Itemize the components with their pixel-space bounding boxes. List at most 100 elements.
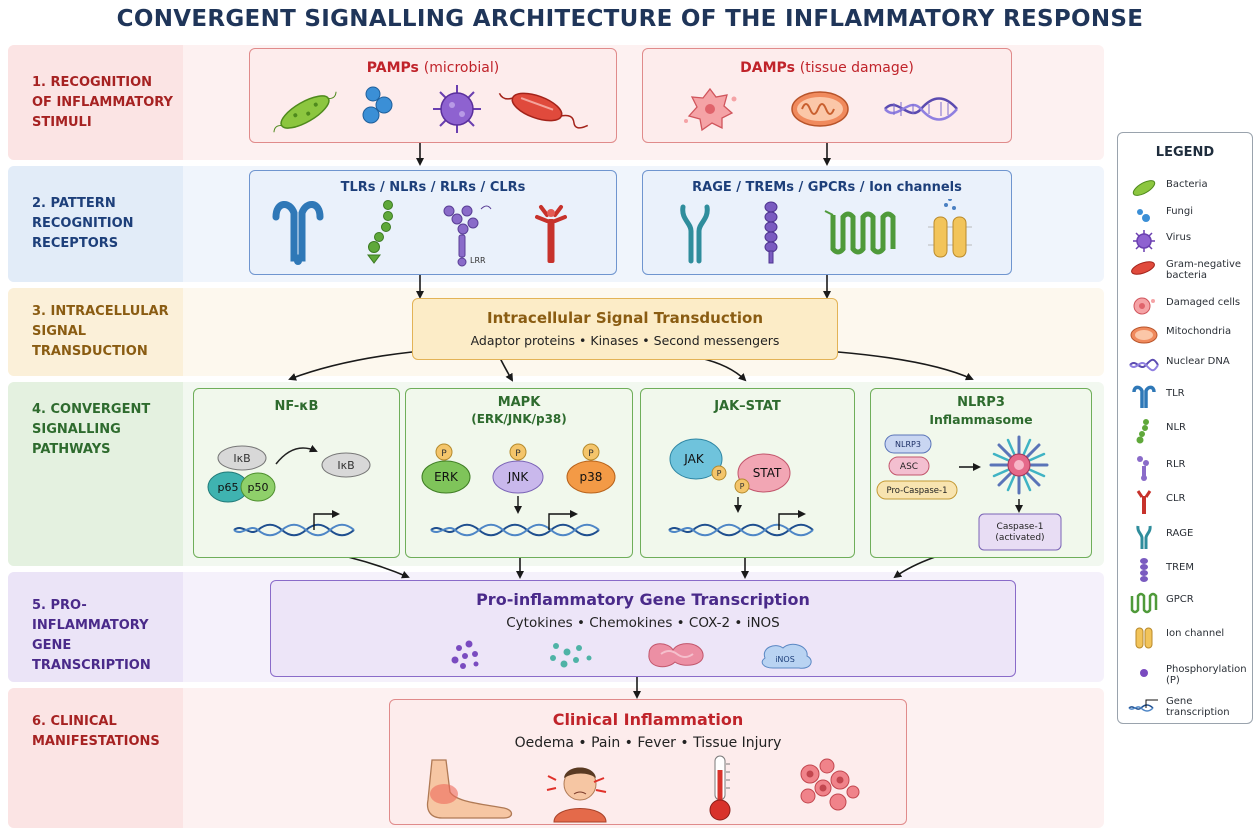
legend-item: CLR <box>1118 489 1254 515</box>
stat-protein <box>737 453 791 493</box>
trem-icon <box>764 201 778 264</box>
prr-right-box: RAGE / TREMs / GPCRs / Ion channels <box>642 170 1012 275</box>
virus-icon <box>1128 228 1160 254</box>
mapk-box: MAPK (ERK/JNK/p38) P ERK P JNK P p38 <box>405 388 633 558</box>
damps-subtitle: (tissue damage) <box>799 60 914 76</box>
damps-title: DAMPs <box>740 60 795 76</box>
legend-item-label: Gene transcription <box>1166 696 1230 718</box>
phospho-label: P <box>588 449 594 459</box>
legend-item-label: RAGE <box>1166 528 1194 539</box>
rlr-icon <box>443 205 492 267</box>
prr-left-box: TLRs / NLRs / RLRs / CLRs LRR <box>249 170 617 275</box>
legend-item-label: Gram-negative bacteria <box>1166 259 1242 281</box>
phospho-stat <box>734 478 750 494</box>
stage-label-2: 2. PATTERN RECOGNITION RECEPTORS <box>8 166 183 282</box>
stage-label-4: 4. CONVERGENT SIGNALLING PATHWAYS <box>8 382 183 566</box>
rage-icon <box>1128 524 1160 550</box>
prr-right-title: RAGE / TREMs / GPCRs / Ion channels <box>692 180 962 195</box>
legend-item-label: RLR <box>1166 459 1186 470</box>
clr-icon <box>535 205 567 263</box>
transduction-box: Intracellular Signal Transduction Adapto… <box>412 298 838 360</box>
legend-item-label: Damaged cells <box>1166 297 1241 308</box>
nlrp3-title: NLRP3 <box>957 395 1005 410</box>
bacteria-icon <box>273 91 337 133</box>
jnk-protein <box>492 460 544 494</box>
clinical-box: Clinical Inflammation Oedema • Pain • Fe… <box>389 699 907 825</box>
erk-protein <box>421 460 471 494</box>
p38-protein <box>566 460 616 494</box>
diagram-title: CONVERGENT SIGNALLING ARCHITECTURE OF TH… <box>116 6 1144 32</box>
ion-channel-icon <box>1128 624 1160 650</box>
legend-item: Ion channel <box>1118 624 1254 650</box>
gene-transcription-icon <box>668 510 814 537</box>
trem-icon <box>1128 558 1160 584</box>
stage-label-text: 2. PATTERN RECOGNITION RECEPTORS <box>32 196 134 251</box>
phospho-jnk <box>509 443 527 461</box>
chemokines-icon <box>550 643 592 668</box>
damps-icons <box>684 87 958 132</box>
mapk-subtitle: (ERK/JNK/p38) <box>471 412 567 426</box>
procaspase-protein <box>876 480 958 500</box>
legend-item-label: TREM <box>1166 562 1195 573</box>
p50-protein <box>240 472 276 502</box>
damps-box: DAMPs (tissue damage) <box>642 48 1012 143</box>
legend-item: Fungi <box>1118 202 1254 228</box>
nlrp3-label: NLRP3 <box>895 440 921 449</box>
nfkb-title: NF-κB <box>274 399 319 414</box>
clinical-title: Clinical Inflammation <box>552 710 744 729</box>
phospho-jak <box>711 465 727 481</box>
procaspase-label: Pro-Caspase-1 <box>886 486 947 496</box>
nlr-icon <box>1128 418 1160 444</box>
gpcr-icon <box>1128 590 1160 616</box>
nlrp3-box: NLRP3 Inflammasome NLRP3 ASC Pro-Caspase… <box>870 388 1092 558</box>
transduction-subtitle: Adaptor proteins • Kinases • Second mess… <box>470 333 780 348</box>
nuclear-dna-icon <box>1128 352 1160 378</box>
legend-item-label: TLR <box>1166 388 1185 399</box>
transduction-title: Intracellular Signal Transduction <box>486 309 764 327</box>
stage-label-5: 5. PRO-INFLAMMATORY GENE TRANSCRIPTION <box>8 572 183 682</box>
phospho-label: P <box>740 482 745 491</box>
legend-title: LEGEND <box>1155 145 1215 160</box>
clinical-icons <box>426 755 860 823</box>
stage-label-6: 6. CLINICAL MANIFESTATIONS <box>8 688 183 828</box>
ikb-free-label: IκB <box>337 459 354 472</box>
tlr-icon <box>272 201 324 265</box>
transcription-subtitle: Cytokines • Chemokines • COX-2 • iNOS <box>506 615 780 631</box>
asc-label: ASC <box>900 462 918 472</box>
prr-left-title: TLRs / NLRs / RLRs / CLRs <box>340 180 526 195</box>
legend-item-label: CLR <box>1166 493 1186 504</box>
damaged-cells-icon <box>1128 293 1160 319</box>
ikb-bound <box>217 445 267 471</box>
inos-label: iNOS <box>775 655 795 664</box>
nfkb-graphic: IκB p65 p50 IκB <box>207 444 371 537</box>
nuclear-dna-icon <box>884 97 958 121</box>
gpcr-icon <box>824 210 896 255</box>
legend-item: Gene transcription <box>1118 692 1254 718</box>
mapk-graphic: P ERK P JNK P p38 <box>421 443 616 537</box>
clinical-subtitle: Oedema • Pain • Fever • Tissue Injury <box>514 735 782 751</box>
phospho-label: P <box>717 469 722 478</box>
bacteria-icon <box>1128 175 1160 201</box>
stage-label-text: 3. INTRACELLULAR SIGNAL TRANSDUCTION <box>32 304 169 359</box>
ikb-bound-label: IκB <box>233 452 250 465</box>
ion-channel-icon <box>928 199 972 258</box>
legend-item-label: GPCR <box>1166 594 1194 605</box>
legend-item-label: Phosphorylation (P) <box>1166 664 1247 686</box>
legend-item: Gram-negative bacteria <box>1118 255 1254 281</box>
rlr-icon <box>1128 455 1160 481</box>
stage-label-text: 5. PRO-INFLAMMATORY GENE TRANSCRIPTION <box>32 598 151 673</box>
legend-item: Mitochondria <box>1118 322 1254 348</box>
transcription-box: Pro-inflammatory Gene Transcription Cyto… <box>270 580 1016 677</box>
nfkb-box: NF-κB IκB p65 p50 IκB <box>193 388 400 558</box>
rlr-lrr-label: LRR <box>470 256 486 265</box>
prr-left-icons: LRR <box>272 200 567 267</box>
pamps-subtitle: (microbial) <box>423 60 500 76</box>
inos-icon: iNOS <box>761 643 812 669</box>
jakstat-graphic: JAK STAT P P <box>668 438 814 537</box>
legend-item: TREM <box>1118 558 1254 584</box>
jakstat-box: JAK–STAT JAK STAT P P <box>640 388 855 558</box>
pain-person-icon <box>546 767 607 823</box>
legend-item: Virus <box>1118 228 1254 254</box>
fever-thermometer-icon <box>709 755 731 821</box>
nlr-icon <box>367 200 393 264</box>
